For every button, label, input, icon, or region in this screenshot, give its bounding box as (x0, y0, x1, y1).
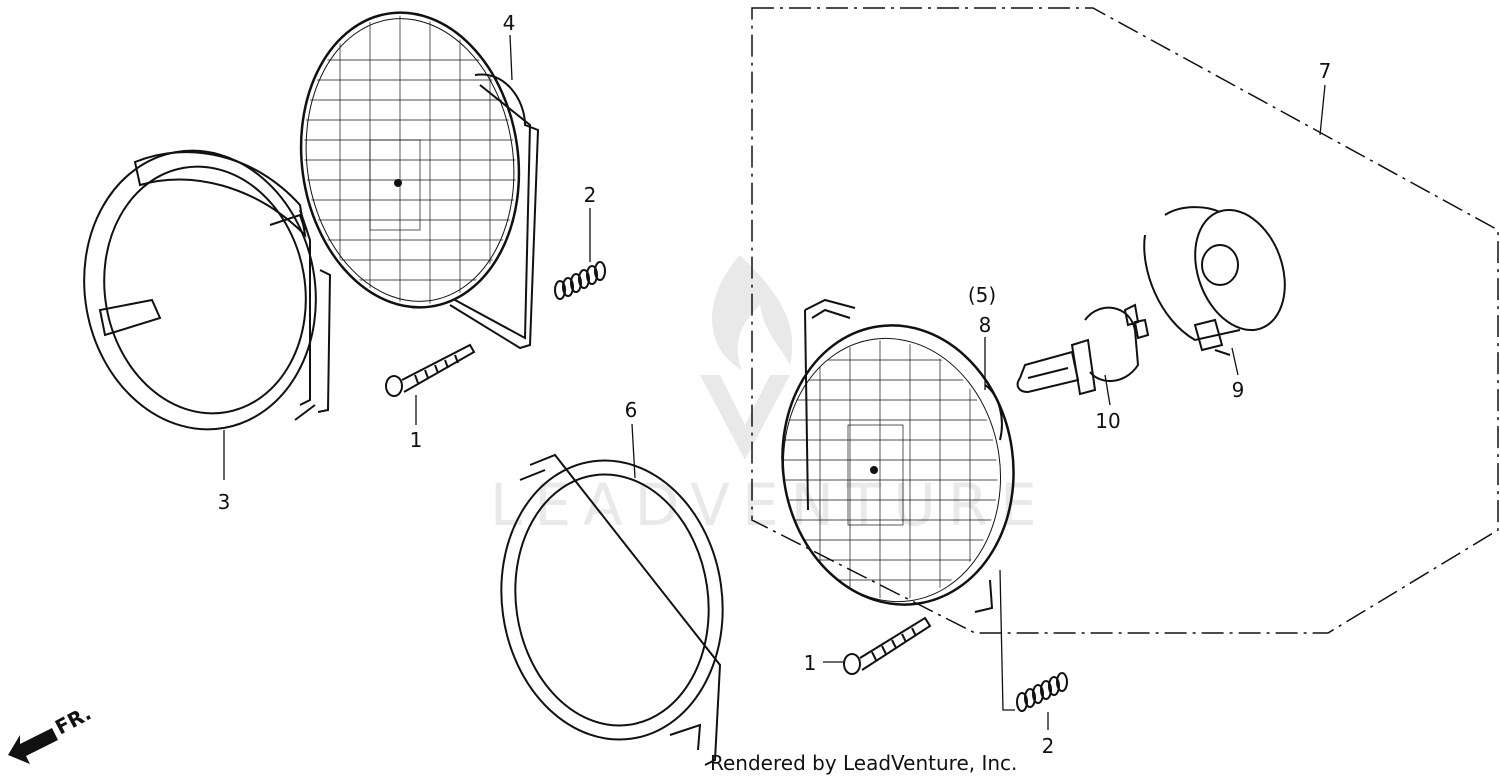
front-arrow-icon (8, 728, 58, 764)
callout-3: 3 (218, 490, 231, 514)
bulb-dust-cover (1143, 206, 1286, 356)
callout-2-upper: 2 (584, 183, 597, 207)
headlight-bulb (1016, 303, 1150, 396)
leader-lines (223, 34, 1326, 730)
sealed-beam-left (299, 10, 540, 350)
headlight-case-lower (500, 453, 724, 766)
front-marker-label: FR. (51, 701, 95, 740)
callout-10: 10 (1095, 409, 1120, 433)
spring-lower (1016, 672, 1068, 712)
headlight-case-left (83, 149, 332, 431)
watermark-text: LEADVENTURE (490, 471, 1049, 539)
spring-upper (554, 261, 606, 300)
screw-lower (843, 616, 932, 675)
callout-9: 9 (1232, 378, 1245, 402)
callout-4: 4 (503, 11, 516, 35)
screw-upper (385, 343, 476, 397)
callout-8: 8 (979, 313, 992, 337)
sealed-beam-right (780, 298, 1015, 613)
callout-7: 7 (1319, 59, 1332, 83)
callout-1-upper: 1 (410, 428, 423, 452)
callout-2-lower: 2 (1042, 734, 1055, 758)
callout-5: (5) (968, 283, 996, 307)
watermark-logo (700, 255, 793, 460)
callout-1-lower: 1 (804, 651, 817, 675)
assembly-7-boundary (751, 7, 1499, 634)
callout-6: 6 (625, 398, 638, 422)
render-credit: Rendered by LeadVenture, Inc. (710, 751, 1017, 775)
